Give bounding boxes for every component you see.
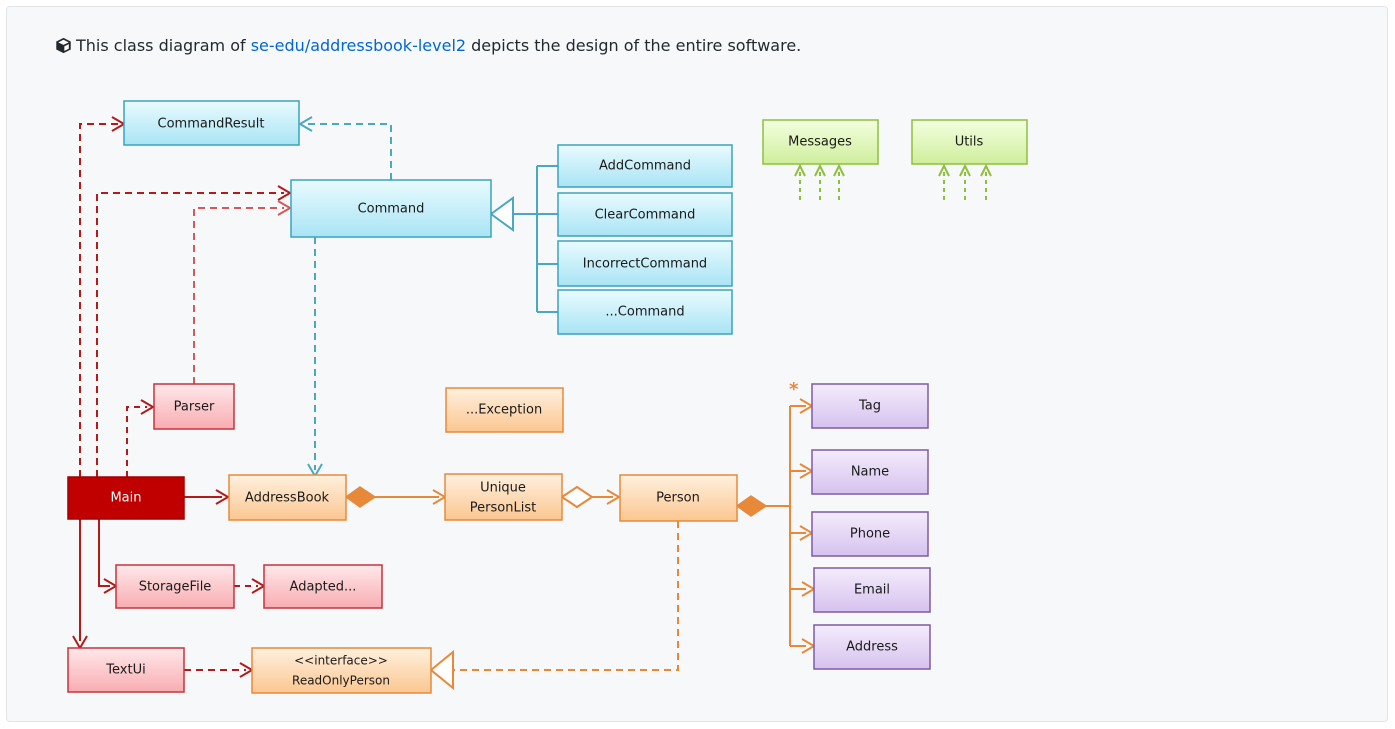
svg-text:Person: Person [656, 491, 700, 506]
cube-icon [55, 37, 72, 58]
svg-text:Tag: Tag [858, 399, 881, 414]
composition-diamond-addressbook [344, 486, 377, 508]
svg-text:Messages: Messages [788, 135, 852, 150]
class-exception: ...Exception [445, 387, 564, 433]
svg-text:IncorrectCommand: IncorrectCommand [583, 257, 707, 272]
repo-link[interactable]: se-edu/addressbook-level2 [250, 36, 467, 55]
caption-suffix: depicts the design of the entire softwar… [466, 36, 802, 55]
svg-text:Address: Address [846, 640, 898, 655]
realization-arrowhead [429, 649, 454, 691]
class-email: Email [813, 567, 931, 613]
class-messages: Messages [762, 119, 879, 165]
svg-text:<<interface>>: <<interface>> [294, 654, 388, 668]
svg-text:Main: Main [110, 491, 141, 506]
class-command: Command [290, 179, 492, 238]
class-etc-command: ...Command [557, 289, 733, 335]
class-storagefile: StorageFile [115, 564, 235, 609]
svg-text:Unique: Unique [480, 481, 526, 496]
class-uniquepersonlist: Unique PersonList [444, 473, 563, 521]
caption-prefix: This class diagram of [76, 36, 251, 55]
class-adapted: Adapted... [263, 564, 383, 609]
svg-text:Utils: Utils [955, 135, 984, 150]
svg-text:AddCommand: AddCommand [599, 159, 691, 174]
class-address: Address [813, 624, 931, 670]
svg-text:Adapted...: Adapted... [290, 580, 357, 595]
svg-text:ClearCommand: ClearCommand [595, 208, 696, 223]
svg-text:Name: Name [851, 465, 889, 480]
class-addcommand: AddCommand [557, 144, 733, 188]
svg-text:Parser: Parser [174, 400, 215, 415]
svg-text:Phone: Phone [850, 527, 890, 542]
svg-text:ReadOnlyPerson: ReadOnlyPerson [292, 674, 390, 688]
class-person: Person [619, 474, 738, 522]
generalization-arrowhead [489, 196, 514, 232]
svg-text:CommandResult: CommandResult [158, 117, 265, 132]
class-addressbook: AddressBook [228, 474, 347, 521]
composition-diamond-person [735, 495, 768, 517]
class-clearcommand: ClearCommand [557, 192, 733, 237]
svg-text:...Exception: ...Exception [466, 403, 542, 418]
aggregation-diamond-uniquepersonlist [560, 485, 594, 509]
svg-text:AddressBook: AddressBook [245, 491, 330, 506]
svg-text:StorageFile: StorageFile [139, 580, 212, 595]
class-incorrectcommand: IncorrectCommand [557, 240, 733, 287]
class-main: Main [67, 476, 185, 520]
class-commandresult: CommandResult [123, 100, 300, 146]
class-tag: Tag [811, 383, 929, 429]
svg-text:Email: Email [854, 583, 890, 598]
svg-text:PersonList: PersonList [470, 501, 536, 516]
class-readonlyperson: <<interface>> ReadOnlyPerson [251, 647, 432, 694]
tag-multiplicity: * [789, 379, 799, 400]
class-name: Name [811, 449, 929, 495]
caption: This class diagram of se-edu/addressbook… [55, 36, 801, 58]
svg-text:...Command: ...Command [605, 305, 684, 320]
svg-text:TextUi: TextUi [105, 663, 145, 678]
svg-text:Command: Command [358, 202, 425, 217]
class-phone: Phone [811, 511, 929, 557]
class-utils: Utils [911, 119, 1028, 165]
class-textui: TextUi [67, 647, 185, 693]
class-parser: Parser [153, 383, 235, 430]
